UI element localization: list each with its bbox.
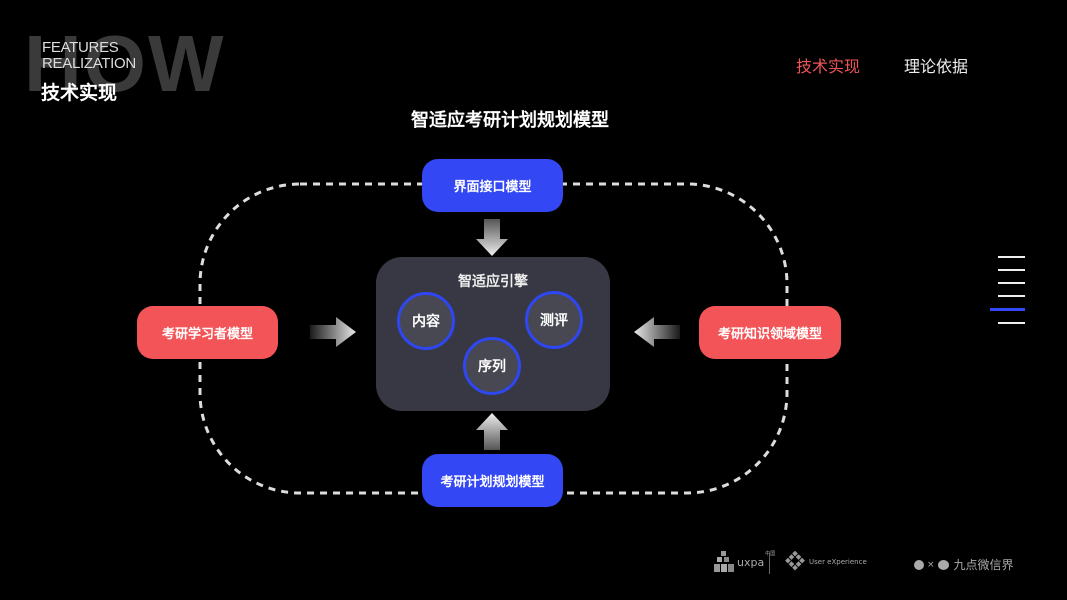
user-experience-logo-text: User eXperience: [809, 558, 867, 566]
arrow-left-icon: [634, 317, 680, 347]
arrow-right-icon: [310, 317, 356, 347]
adaptive-engine-title: 智适应引擎: [458, 274, 528, 290]
section-title-en: FEATURES REALIZATION: [42, 40, 136, 72]
uxpa-logo: uxpa 中国: [714, 550, 775, 574]
times-icon: ×: [927, 559, 935, 570]
study-plan-model-box: 考研计划规划模型: [422, 454, 563, 507]
page-indicator-dash[interactable]: [998, 282, 1025, 284]
page-indicator: [990, 256, 1026, 324]
jiudian-logo-text: 九点微信界: [953, 558, 1014, 572]
engine-node-assessment: 测评: [525, 291, 583, 349]
knowledge-domain-model-box: 考研知识领域模型: [699, 306, 841, 359]
arrow-down-icon: [476, 219, 508, 256]
engine-node-content-label: 内容: [412, 314, 440, 330]
nav-tab-tech-implementation[interactable]: 技术实现: [796, 57, 861, 76]
chat-bubble-icon: [937, 559, 949, 570]
study-plan-model-label: 考研计划规划模型: [440, 475, 545, 490]
jiudian-logo: × 九点微信界: [914, 556, 1014, 573]
section-title-cn: 技术实现: [41, 82, 118, 104]
learner-model-box: 考研学习者模型: [137, 306, 278, 359]
background-watermark-word: HOW: [24, 19, 226, 108]
engine-node-sequence: 序列: [463, 337, 521, 395]
engine-node-content: 内容: [397, 292, 455, 350]
section-title-en-line2: REALIZATION: [42, 55, 136, 72]
learner-model-label: 考研学习者模型: [161, 327, 253, 342]
page-indicator-dash-active[interactable]: [990, 308, 1025, 311]
uxpa-logo-icon: [714, 551, 734, 572]
arrow-up-icon: [476, 413, 508, 450]
engine-node-assessment-label: 测评: [540, 313, 568, 329]
page-indicator-dash[interactable]: [998, 322, 1025, 324]
page-indicator-dash[interactable]: [998, 269, 1025, 271]
uxpa-logo-sup: 中国: [765, 551, 776, 557]
clock-icon: [914, 559, 924, 570]
engine-node-sequence-label: 序列: [478, 359, 506, 375]
diagram-title: 智适应考研计划规划模型: [411, 110, 609, 131]
section-title-en-line1: FEATURES: [42, 39, 119, 56]
user-experience-logo-icon: [785, 551, 805, 571]
interface-model-label: 界面接口模型: [453, 180, 532, 195]
uxpa-logo-text: uxpa: [737, 555, 765, 569]
page-indicator-dash[interactable]: [998, 295, 1025, 297]
user-experience-logo: User eXperience: [784, 551, 867, 573]
knowledge-domain-model-label: 考研知识领域模型: [717, 327, 822, 342]
footer-divider: [769, 553, 770, 574]
interface-model-box: 界面接口模型: [422, 159, 563, 212]
page-indicator-dash[interactable]: [998, 256, 1025, 258]
nav-tab-theory-basis[interactable]: 理论依据: [904, 57, 969, 76]
